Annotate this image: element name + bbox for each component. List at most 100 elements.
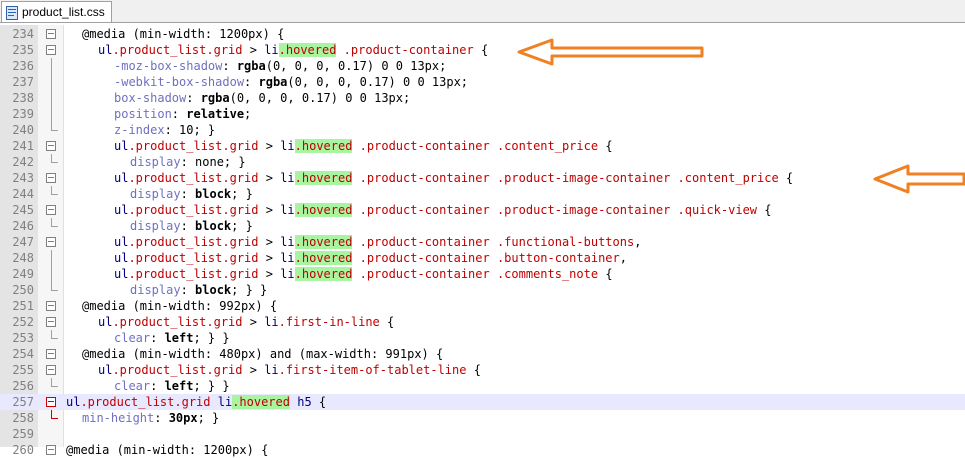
fold-toggle-icon[interactable] [46, 45, 56, 55]
code-line[interactable]: 256 clear: left; } } [0, 378, 965, 394]
code-text[interactable]: -moz-box-shadow: rgba(0, 0, 0, 0.17) 0 0… [114, 58, 446, 74]
code-text[interactable]: min-height: 30px; } [82, 410, 219, 426]
code-line[interactable]: 237-webkit-box-shadow: rgba(0, 0, 0, 0.1… [0, 74, 965, 90]
code-token: clear [114, 331, 151, 345]
tab-product-list-css[interactable]: product_list.css [1, 1, 112, 22]
fold-toggle-icon[interactable] [46, 365, 56, 375]
line-number: 246 [12, 219, 34, 233]
code-token: > [258, 267, 281, 281]
code-token: ; } [231, 187, 253, 201]
code-line[interactable]: 234 @media (min-width: 1200px) { [0, 26, 965, 42]
code-token: ul [114, 203, 129, 217]
fold-toggle-icon[interactable] [46, 237, 56, 247]
fold-toggle-icon[interactable] [46, 173, 56, 183]
code-token: : 10; } [164, 123, 216, 137]
fold-toggle-icon[interactable] [46, 349, 56, 359]
code-line[interactable]: 259 [0, 426, 965, 442]
code-token: clear [114, 379, 151, 393]
code-text[interactable]: z-index: 10; } [114, 122, 215, 138]
code-text[interactable]: ul.product_list.grid > li.hovered .produ… [114, 266, 613, 282]
code-line[interactable]: 246 display: block; } [0, 218, 965, 234]
code-text[interactable]: @media (min-width: 1200px) { [66, 442, 268, 458]
code-line[interactable]: 236-moz-box-shadow: rgba(0, 0, 0, 0.17) … [0, 58, 965, 74]
code-text[interactable]: box-shadow: rgba(0, 0, 0, 0.17) 0 0 13px… [114, 90, 410, 106]
code-text[interactable]: ul.product_list.grid > li.hovered .produ… [98, 42, 488, 58]
code-token: 30px [168, 411, 198, 425]
fold-guide [51, 74, 52, 90]
line-number-gutter [0, 25, 38, 447]
code-token: .product-container .comments_note [359, 267, 599, 281]
code-token: li [280, 171, 295, 185]
code-line[interactable]: 254@media (min-width: 480px) and (max-wi… [0, 346, 965, 362]
code-text[interactable]: clear: left; } } [114, 330, 230, 346]
fold-toggle-icon[interactable] [46, 301, 56, 311]
code-text[interactable]: display: none; } [130, 154, 246, 170]
code-token: ; } } [193, 331, 230, 345]
code-token: box-shadow [114, 91, 187, 105]
code-text[interactable]: ul.product_list.grid > li.first-in-line … [98, 314, 394, 330]
code-text[interactable]: position: relative; [114, 106, 251, 122]
code-token: , [634, 235, 642, 249]
code-text[interactable]: clear: left; } } [114, 378, 230, 394]
code-token [336, 43, 343, 57]
code-token: display [130, 155, 181, 169]
line-number: 234 [12, 27, 34, 41]
fold-guide [51, 266, 52, 282]
code-text[interactable]: ul.product_list.grid > li.hovered .produ… [114, 202, 771, 218]
line-number: 256 [12, 379, 34, 393]
code-text[interactable]: ul.product_list.grid > li.hovered .produ… [114, 138, 613, 154]
code-token: ul [114, 139, 129, 153]
fold-toggle-icon[interactable] [46, 317, 56, 327]
code-line[interactable]: 251@media (min-width: 992px) { [0, 298, 965, 314]
code-text[interactable]: ul.product_list.grid li.hovered h5 { [66, 394, 326, 410]
code-text[interactable]: @media (min-width: 992px) { [82, 298, 277, 314]
code-token: li [280, 139, 295, 153]
code-text[interactable]: display: block; } [130, 218, 253, 234]
code-text[interactable]: ul.product_list.grid > li.hovered .produ… [114, 170, 793, 186]
code-text[interactable]: display: block; } [130, 186, 253, 202]
code-token: li [217, 395, 233, 409]
fold-toggle-icon[interactable] [46, 141, 56, 151]
fold-end-marker [51, 122, 58, 131]
code-token: > [242, 43, 265, 57]
fold-toggle-icon[interactable] [46, 29, 56, 39]
code-text[interactable]: ul.product_list.grid > li.hovered .produ… [114, 234, 641, 250]
code-token: { [598, 267, 613, 281]
line-number: 259 [12, 427, 34, 441]
code-token: relative [186, 107, 245, 121]
code-token: { [757, 203, 772, 217]
code-token: .product_list.grid [112, 363, 243, 377]
code-token: .product_list.grid [128, 171, 259, 185]
code-text[interactable]: ul.product_list.grid > li.first-item-of-… [98, 362, 481, 378]
code-text[interactable]: @media (min-width: 480px) and (max-width… [82, 346, 443, 362]
fold-toggle-icon[interactable] [46, 205, 56, 215]
code-text[interactable]: ul.product_list.grid > li.hovered .produ… [114, 250, 627, 266]
code-token: ; } [197, 411, 220, 425]
code-line[interactable]: 260@media (min-width: 1200px) { [0, 442, 965, 458]
code-text[interactable]: -webkit-box-shadow: rgba(0, 0, 0, 0.17) … [114, 74, 468, 90]
code-token: { [778, 171, 794, 185]
code-text[interactable]: @media (min-width: 1200px) { [82, 26, 284, 42]
fold-toggle-icon[interactable] [46, 397, 56, 407]
code-token: .product_list.grid [80, 395, 211, 409]
code-text[interactable]: display: block; } } [130, 282, 267, 298]
